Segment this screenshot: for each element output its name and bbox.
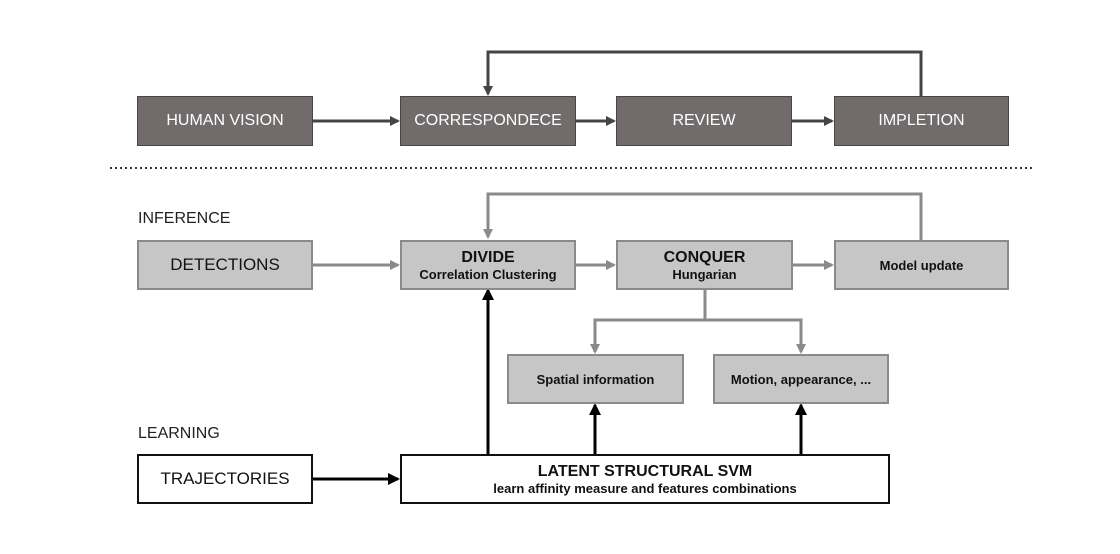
detections-label: DETECTIONS (170, 255, 280, 274)
inference-label: INFERENCE (138, 210, 231, 227)
arrow-impletion-feedback (483, 50, 923, 96)
conquer-title: CONQUER (663, 248, 746, 266)
correspondence-label: CORRESPONDECE (414, 112, 562, 129)
latent-svm-box: LATENT STRUCTURAL SVM learn affinity mea… (400, 454, 890, 504)
conquer-subtitle: Hungarian (672, 266, 737, 282)
motion-appearance-label: Motion, appearance, ... (730, 371, 872, 387)
detections-box: DETECTIONS (137, 240, 313, 290)
latent-svm-title: LATENT STRUCTURAL SVM (537, 462, 753, 480)
impletion-box: IMPLETION (834, 96, 1009, 146)
trajectories-box: TRAJECTORIES (137, 454, 313, 504)
arrow-conquer-to-motion (705, 318, 806, 354)
model-update-box: Model update (834, 240, 1009, 290)
correspondence-box: CORRESPONDECE (400, 96, 576, 146)
spatial-information-label: Spatial information (536, 371, 655, 387)
trajectories-label: TRAJECTORIES (160, 469, 290, 488)
conquer-box: CONQUER Hungarian (616, 240, 793, 290)
divide-subtitle: Correlation Clustering (419, 266, 557, 282)
arrow-conquer-to-spatial (590, 289, 707, 354)
motion-appearance-box: Motion, appearance, ... (713, 354, 889, 404)
latent-svm-subtitle: learn affinity measure and features comb… (493, 480, 797, 496)
arrow-model-update-feedback (483, 192, 923, 240)
impletion-label: IMPLETION (878, 112, 965, 129)
divide-box: DIVIDE Correlation Clustering (400, 240, 576, 290)
model-update-label: Model update (879, 257, 964, 273)
divide-title: DIVIDE (461, 248, 515, 266)
human-vision-box: HUMAN VISION (137, 96, 313, 146)
review-box: REVIEW (616, 96, 792, 146)
spatial-information-box: Spatial information (507, 354, 684, 404)
human-vision-label: HUMAN VISION (166, 112, 284, 129)
learning-label: LEARNING (138, 425, 220, 442)
review-label: REVIEW (672, 112, 736, 129)
